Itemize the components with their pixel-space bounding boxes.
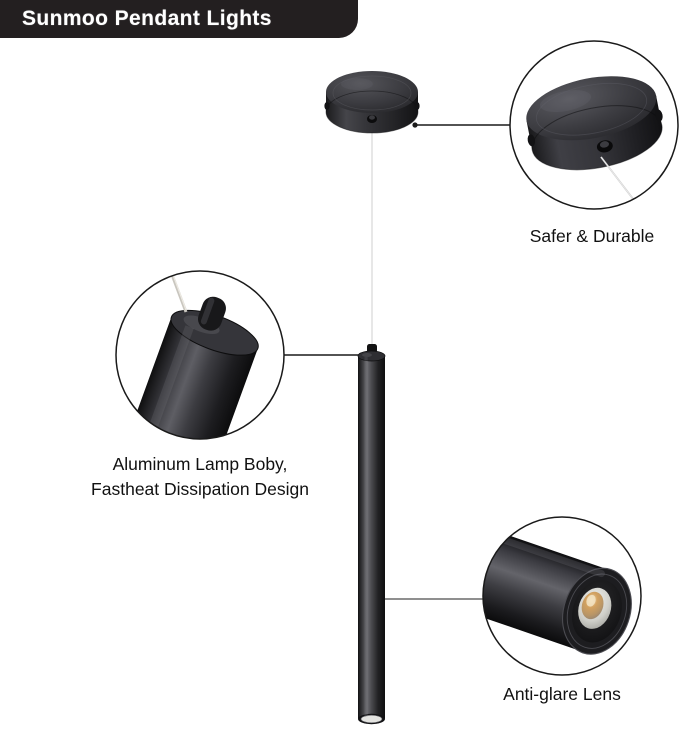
title-banner: Sunmoo Pendant Lights [0, 0, 358, 38]
callout-label-safer-durable: Safer & Durable [529, 226, 655, 246]
product-canopy [324, 71, 420, 134]
callout-label-aluminum-body: Aluminum Lamp Boby, Fastheat Dissipation… [30, 452, 370, 503]
product-body [357, 344, 386, 725]
leader-lines [283, 122, 512, 602]
callout-label-anti-glare-lens: Anti-glare Lens [503, 684, 621, 704]
callout-anti-glare-lens-figure [482, 516, 642, 676]
callout-label-aluminum-body-line2: Fastheat Dissipation Design [91, 479, 309, 500]
callout-safer-durable-figure [509, 40, 679, 210]
page-title: Sunmoo Pendant Lights [22, 7, 272, 30]
callout-label-aluminum-body-line1: Aluminum Lamp Boby, [112, 454, 288, 474]
callout-aluminum-body-figure [115, 270, 285, 440]
